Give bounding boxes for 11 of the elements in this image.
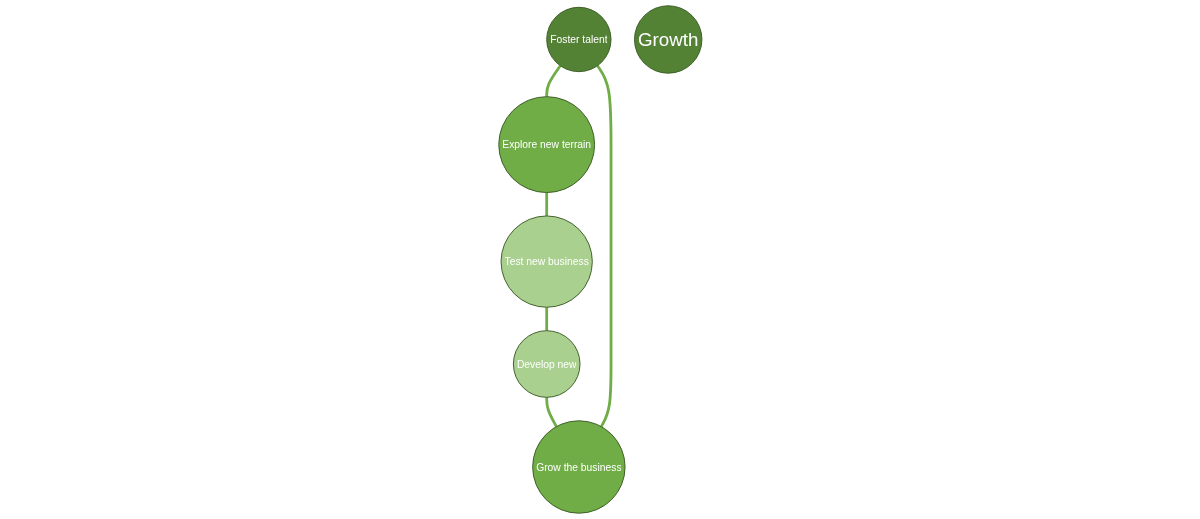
node-circle: Test new business [500, 215, 593, 308]
connector [595, 64, 613, 428]
node-circle: Explore new terrain [497, 96, 595, 193]
connector [544, 64, 562, 97]
node-circle: Develop new [512, 330, 581, 398]
connector [544, 192, 548, 216]
node-circle: Growth [633, 5, 703, 74]
connector [544, 397, 558, 428]
connector [544, 307, 548, 331]
node-circle: Grow the business [531, 420, 626, 514]
node-circle: Foster talent [545, 6, 612, 73]
